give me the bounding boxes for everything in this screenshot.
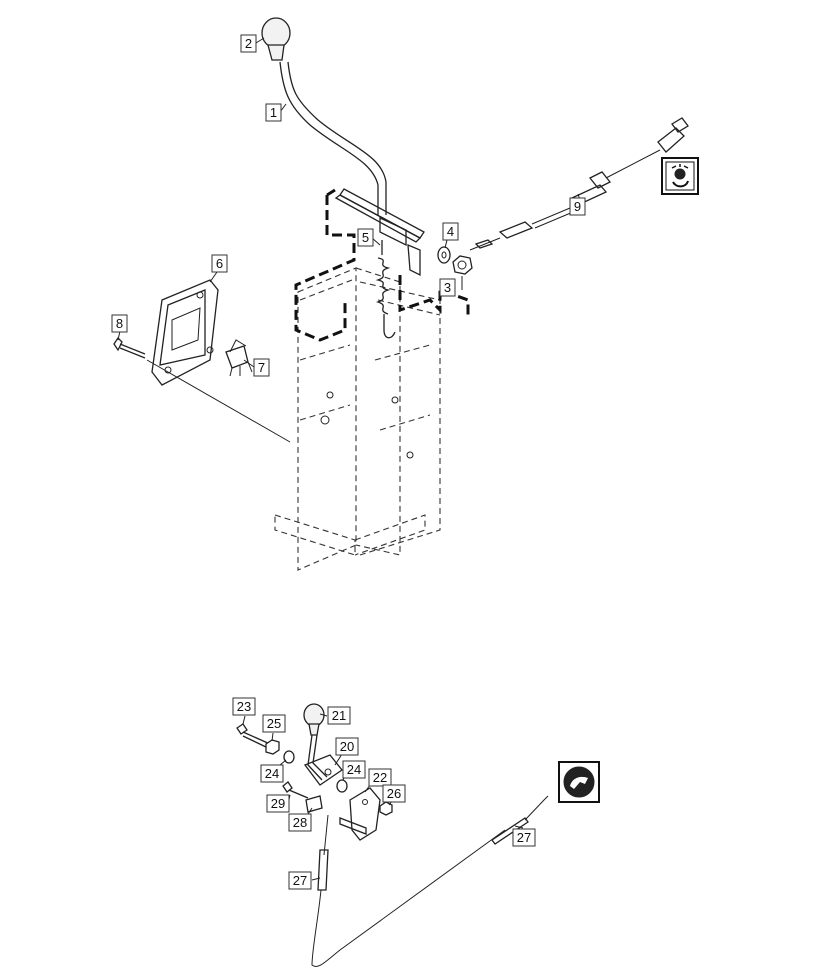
svg-text:28: 28 — [293, 815, 307, 830]
switch-7 — [225, 339, 253, 377]
callout-27-a: 27 — [512, 828, 536, 847]
callout-20: 20 — [335, 737, 359, 756]
cutaway-right — [398, 275, 470, 315]
svg-text:25: 25 — [267, 716, 281, 731]
clip-28 — [305, 795, 323, 813]
upper-assembly: 1 2 3 4 5 6 7 8 9 — [111, 17, 699, 571]
svg-text:3: 3 — [444, 280, 451, 295]
nut-3 — [452, 255, 473, 275]
washer-24-b — [336, 779, 348, 793]
svg-text:22: 22 — [373, 770, 387, 785]
svg-text:4: 4 — [447, 224, 454, 239]
pto-engage-icon — [661, 157, 699, 195]
svg-text:1: 1 — [270, 105, 277, 120]
cutaway-top — [326, 188, 336, 197]
callout-28: 28 — [288, 813, 312, 832]
svg-text:6: 6 — [216, 256, 223, 271]
callout-29: 29 — [266, 794, 290, 813]
callout-4: 4 — [442, 222, 459, 241]
cutaway-left — [294, 195, 356, 342]
svg-text:24: 24 — [347, 762, 361, 777]
callout-25: 25 — [262, 714, 286, 733]
lever-bracket — [407, 243, 421, 277]
callout-8: 8 — [111, 314, 128, 333]
nut-25 — [265, 739, 280, 755]
svg-text:27: 27 — [517, 830, 531, 845]
bolt-29 — [282, 781, 309, 799]
svg-text:27: 27 — [293, 873, 307, 888]
washer-4 — [437, 246, 451, 264]
shift-knob — [261, 17, 291, 61]
washer-24-a — [283, 750, 295, 764]
throttle-knob — [303, 703, 325, 736]
svg-text:7: 7 — [258, 360, 265, 375]
shift-lever — [279, 61, 425, 247]
svg-text:8: 8 — [116, 316, 123, 331]
console-housing — [274, 267, 441, 571]
svg-text:9: 9 — [574, 199, 581, 214]
callout-2: 2 — [240, 34, 257, 53]
svg-text:24: 24 — [265, 766, 279, 781]
callout-26: 26 — [382, 784, 406, 803]
callout-21: 21 — [327, 706, 351, 725]
cable-27 — [311, 795, 549, 967]
callout-5: 5 — [357, 228, 374, 247]
throttle-lever — [303, 734, 343, 786]
throttle-speed-icon — [558, 761, 600, 803]
callout-9: 9 — [569, 197, 586, 216]
callout-6: 6 — [211, 254, 228, 273]
callout-22: 22 — [368, 768, 392, 787]
callout-24-b: 24 — [342, 760, 366, 779]
bracket-22 — [339, 787, 381, 841]
callout-1: 1 — [265, 103, 282, 122]
cable-9 — [469, 117, 689, 251]
svg-text:23: 23 — [237, 699, 251, 714]
svg-text:20: 20 — [340, 739, 354, 754]
callout-3: 3 — [439, 278, 456, 297]
svg-text:2: 2 — [245, 36, 252, 51]
callout-27-b: 27 — [288, 871, 312, 890]
svg-text:5: 5 — [362, 230, 369, 245]
lower-assembly: 20 21 22 23 24 24 25 26 27 27 28 29 — [232, 697, 600, 967]
svg-text:29: 29 — [271, 796, 285, 811]
svg-text:21: 21 — [332, 708, 346, 723]
callout-7: 7 — [253, 358, 270, 377]
callout-24-a: 24 — [260, 764, 284, 783]
svg-text:26: 26 — [387, 786, 401, 801]
callout-23: 23 — [232, 697, 256, 716]
bolt-23 — [236, 723, 271, 749]
spring — [375, 240, 396, 339]
plate-6 — [151, 279, 219, 386]
screw-8 — [113, 336, 291, 443]
